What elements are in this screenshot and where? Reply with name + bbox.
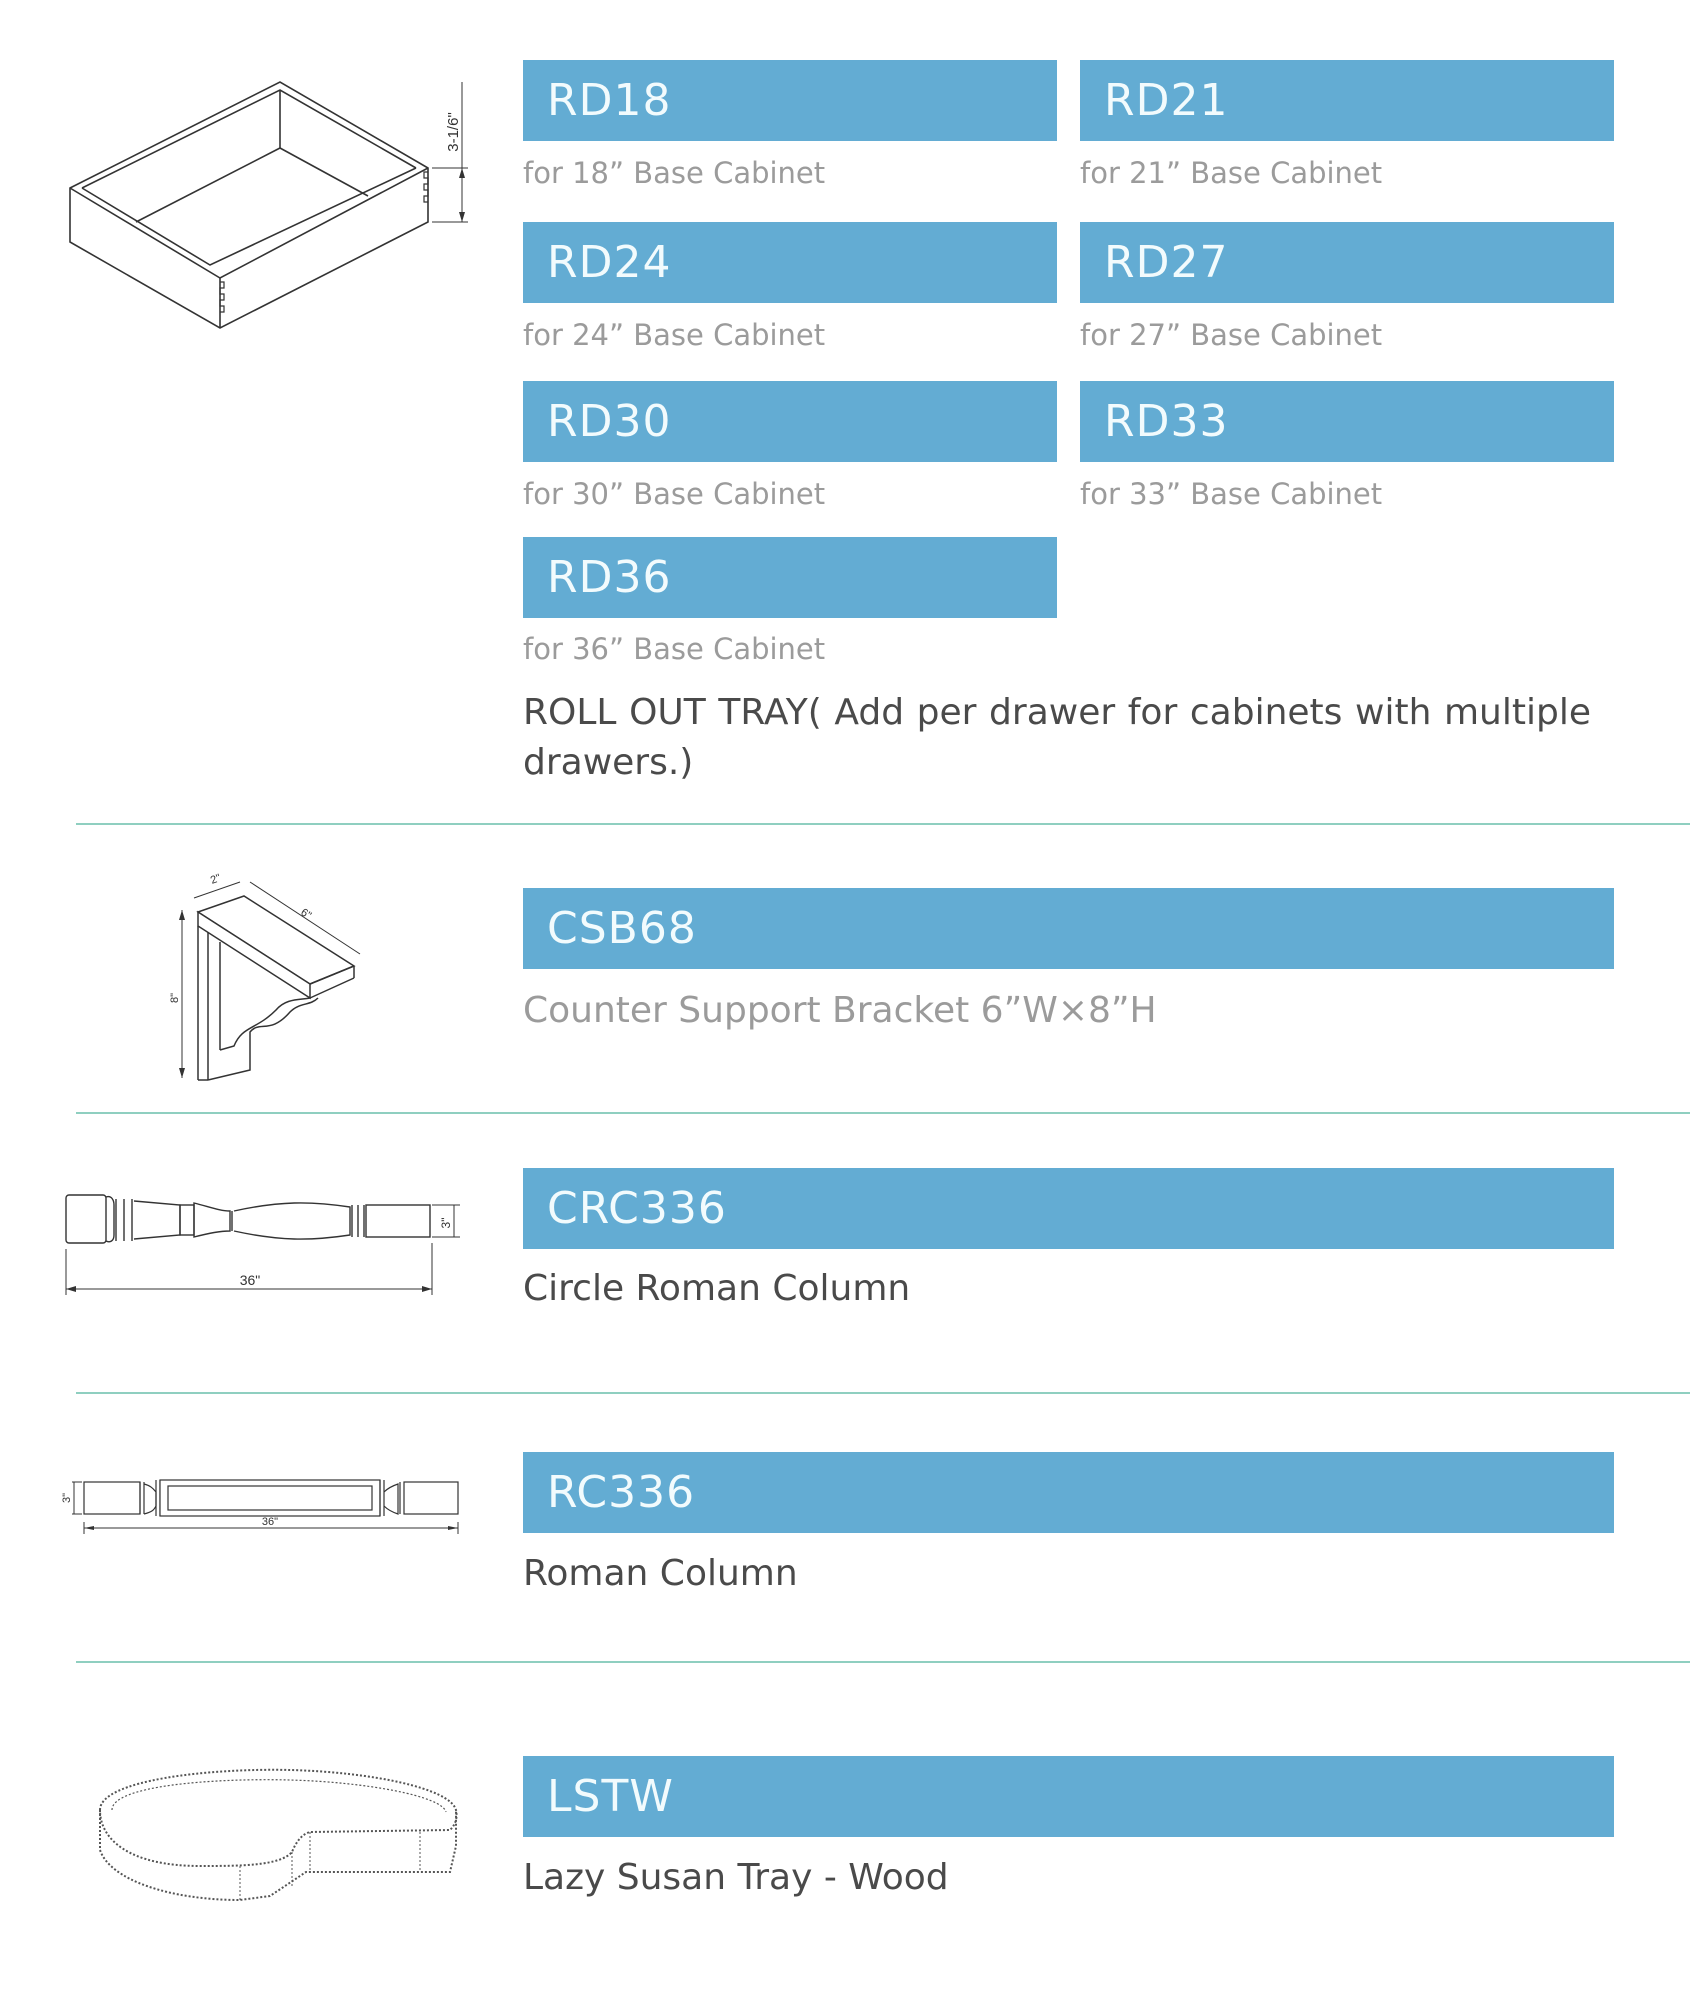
product-description: for 30” Base Cabinet	[523, 477, 826, 511]
counter-support-bracket-drawing: 8" 2" 6"	[160, 870, 380, 1085]
product-description: Counter Support Bracket 6”W×8”H	[523, 990, 1157, 1031]
bracket-depth-label: 2"	[209, 872, 223, 887]
bracket-width-label: 6"	[298, 906, 313, 922]
column-length-label: 36"	[240, 1272, 261, 1288]
product-code: RC336	[547, 1467, 696, 1518]
product-description: for 36” Base Cabinet	[523, 632, 826, 666]
product-code-bar-lstw: LSTW	[523, 1756, 1614, 1837]
product-code-bar-rd27: RD27	[1080, 222, 1614, 303]
product-code-bar-rd30: RD30	[523, 381, 1057, 462]
product-code-bar-crc336: CRC336	[523, 1168, 1614, 1249]
product-code: RD18	[547, 75, 672, 126]
bracket-height-label: 8"	[169, 993, 181, 1003]
product-code-bar-rd36: RD36	[523, 537, 1057, 618]
column-height-label: 3"	[61, 1493, 73, 1503]
section-divider	[76, 823, 1690, 825]
product-description: for 33” Base Cabinet	[1080, 477, 1383, 511]
product-code-bar-rc336: RC336	[523, 1452, 1614, 1533]
product-description: Roman Column	[523, 1553, 798, 1594]
lazy-susan-tray-drawing	[70, 1750, 470, 1920]
product-description: for 24” Base Cabinet	[523, 318, 826, 352]
product-code: RD30	[547, 396, 672, 447]
product-code-bar-csb68: CSB68	[523, 888, 1614, 969]
product-code: CRC336	[547, 1183, 727, 1234]
product-code: LSTW	[547, 1771, 674, 1822]
column-length-label: 36"	[262, 1516, 278, 1528]
product-code: RD27	[1104, 237, 1229, 288]
section-divider	[76, 1661, 1690, 1663]
product-description: for 21” Base Cabinet	[1080, 156, 1383, 190]
roll-out-tray-drawing: 3-1/6"	[60, 70, 480, 330]
roman-column-drawing: 3" 36"	[60, 1470, 480, 1540]
product-description: Circle Roman Column	[523, 1268, 911, 1309]
product-code-bar-rd21: RD21	[1080, 60, 1614, 141]
section-divider	[76, 1392, 1690, 1394]
product-code-bar-rd18: RD18	[523, 60, 1057, 141]
section-divider	[76, 1112, 1690, 1114]
product-description: for 18” Base Cabinet	[523, 156, 826, 190]
tray-height-label: 3-1/6"	[445, 112, 462, 152]
product-code: RD24	[547, 237, 672, 288]
roll-out-tray-note: ROLL OUT TRAY( Add per drawer for cabine…	[523, 692, 1591, 783]
product-code: RD36	[547, 552, 672, 603]
product-code-bar-rd33: RD33	[1080, 381, 1614, 462]
product-code: RD33	[1104, 396, 1229, 447]
product-code-bar-rd24: RD24	[523, 222, 1057, 303]
product-code: RD21	[1104, 75, 1229, 126]
product-code: CSB68	[547, 903, 697, 954]
column-height-label: 3"	[439, 1218, 453, 1229]
product-description: Lazy Susan Tray - Wood	[523, 1857, 949, 1898]
product-description: for 27” Base Cabinet	[1080, 318, 1383, 352]
circle-roman-column-drawing: 3" 36"	[60, 1185, 480, 1305]
